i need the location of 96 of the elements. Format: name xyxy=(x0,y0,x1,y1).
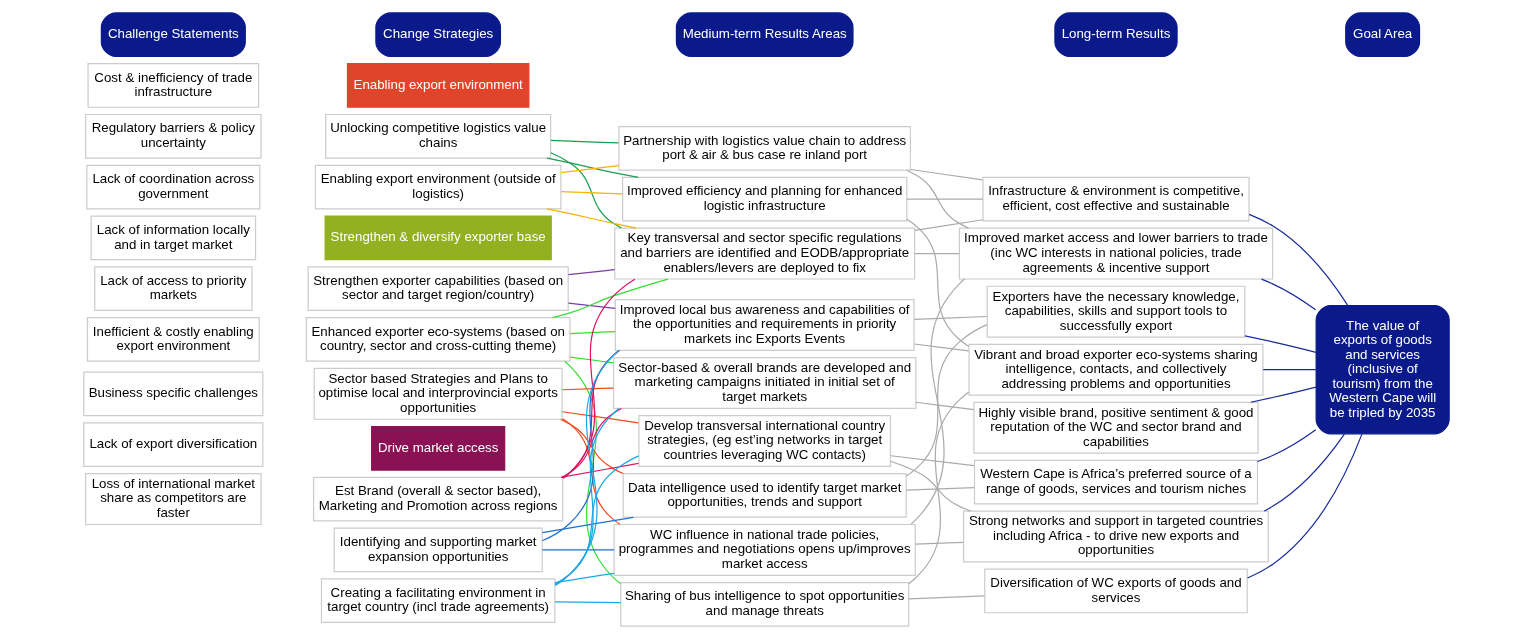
node-box: Est Brand (overall & sector based), Marketing and Promotion across regions xyxy=(313,476,564,522)
node-box: Unlocking competitive logistics value chains xyxy=(325,113,552,159)
node-box: Improved efficiency and planning for enhanced logistic infrastructure xyxy=(622,176,908,222)
connector xyxy=(554,455,640,585)
connector xyxy=(560,462,640,478)
connector xyxy=(554,572,615,584)
node-box: Inefficient & costly enabling export environment xyxy=(86,317,260,362)
node-box: Develop transversal international country strategies, (eg est’ing networks in target countries leveraging WC contacts) xyxy=(638,415,892,468)
connector xyxy=(910,278,966,525)
connector xyxy=(910,168,984,181)
connector xyxy=(567,269,616,276)
connector xyxy=(890,455,975,467)
connector xyxy=(914,219,984,231)
connector xyxy=(914,541,964,545)
connector xyxy=(1244,335,1317,353)
connector xyxy=(569,330,616,335)
connector xyxy=(1250,386,1317,403)
node-box: Drive market access xyxy=(371,425,506,471)
connector xyxy=(541,516,634,534)
connector xyxy=(551,278,669,319)
connector xyxy=(562,349,621,479)
node-box: Strong networks and support in targeted countries including Africa - to drive new exports and opportunities xyxy=(963,510,1269,563)
node-box: Vibrant and broad exporter eco-systems sharing intelligence, contacts, and collectively addressing problems and opportunities xyxy=(968,343,1264,396)
node-box: Exporters have the necessary knowledge, capabilities, skills and support tools to successfully export xyxy=(986,285,1246,338)
node-box: Lack of information locally and in target market xyxy=(90,215,257,261)
node-box: Partnership with logistics value chain to address port & air & bus case re inland port xyxy=(618,126,911,171)
node-box: Medium-term Results Areas xyxy=(675,12,854,58)
connector xyxy=(560,165,620,174)
connector xyxy=(906,218,970,348)
node-box: Western Cape is Africa’s preferred source of a range of goods, services and tourism niches xyxy=(973,459,1259,505)
node-box: Regulatory barriers & policy uncertainty xyxy=(85,113,262,159)
node-box: Strengthen exporter capabilities (based on sector and target region/country) xyxy=(307,266,569,312)
connector xyxy=(561,407,623,478)
connector xyxy=(562,278,636,479)
node-box: Improved market access and lower barriers to trade (inc WC interests in national policies, trade agreements & incentive support xyxy=(958,227,1274,280)
connector xyxy=(550,139,620,144)
connector xyxy=(564,360,622,585)
node-box: Highly visible brand, positive sentiment & good reputation of the WC and sector brand and capabilities xyxy=(973,401,1259,454)
connector xyxy=(561,411,640,424)
connector xyxy=(569,356,615,364)
node-box: Lack of coordination across government xyxy=(86,164,261,210)
node-box: Lack of access to priority markets xyxy=(94,266,253,312)
node-box: Sharing of bus intelligence to spot opportunities and manage threats xyxy=(620,581,910,627)
connector xyxy=(913,343,970,352)
connector xyxy=(906,198,984,200)
connector xyxy=(546,208,637,229)
connector xyxy=(541,349,620,542)
node-box: Infrastructure & environment is competitive, efficient, cost effective and sustainable xyxy=(982,176,1250,222)
connector xyxy=(561,387,614,391)
node-box: WC influence in national trade policies, programmes and negotiations opens up/improves market access xyxy=(613,523,916,576)
connector xyxy=(560,191,623,195)
node-box: Business specific challenges xyxy=(83,371,264,417)
node-box: Data intelligence used to identify target market opportunities, trends and support xyxy=(622,473,907,518)
connector xyxy=(914,253,960,255)
node-box: Enabling export environment (outside of logistics) xyxy=(314,164,562,210)
node-box: Challenge Statements xyxy=(100,12,246,58)
connector xyxy=(541,549,615,551)
connector xyxy=(554,349,620,587)
node-box: Creating a facilitating environment in target country (incl trade agreements) xyxy=(320,578,556,624)
connector xyxy=(906,169,970,229)
connector xyxy=(905,486,975,491)
node-box: Goal Area xyxy=(1345,12,1421,58)
node-box: Long-term Results xyxy=(1054,12,1178,58)
connector xyxy=(560,418,624,475)
connector xyxy=(915,401,975,411)
node-box: Sector-based & overall brands are developed and marketing campaigns initiated in initial set of target markets xyxy=(612,357,917,409)
connector xyxy=(554,407,620,586)
node-box: Enhanced exporter eco-systems (based on country, sector and cross-cutting theme) xyxy=(305,317,571,362)
node-box: Strengthen & diversify exporter base xyxy=(324,215,552,261)
node-box: Identifying and supporting market expansion opportunities xyxy=(333,527,543,573)
connector xyxy=(908,391,970,585)
node-box: Cost & inefficiency of trade infrastructure xyxy=(87,63,260,108)
node-box: Key transversal and sector specific regulations and barriers are identified and EODB/appropriate enablers/levers are deployed to fix xyxy=(614,227,916,280)
node-box: Lack of export diversification xyxy=(83,422,264,468)
connector xyxy=(1263,433,1346,512)
node-box: Loss of international market share as competitors are faster xyxy=(85,473,262,526)
node-box: Enabling export environment xyxy=(346,63,530,108)
connector xyxy=(1246,433,1363,579)
node-box: The value of exports of goods and services (inclusive of tourism) from the Western Cape will be tripled by 2035 xyxy=(1315,305,1450,435)
connector xyxy=(550,152,623,229)
connector xyxy=(905,324,988,477)
connector xyxy=(908,595,986,600)
connector xyxy=(913,315,988,320)
connector xyxy=(562,418,621,525)
connector xyxy=(1256,429,1317,463)
connector xyxy=(1260,278,1317,311)
connector xyxy=(1262,369,1317,371)
connector xyxy=(554,601,622,604)
connector xyxy=(889,460,972,512)
node-box: Diversification of WC exports of goods and services xyxy=(984,568,1248,614)
connector xyxy=(1248,213,1349,306)
node-box: Sector based Strategies and Plans to optimise local and interprovincial exports opportunities xyxy=(313,367,563,420)
node-box: Change Strategies xyxy=(375,12,502,58)
node-box: Improved local bus awareness and capabilities of the opportunities and requirements in priority markets inc Exports Events xyxy=(614,298,915,351)
connector xyxy=(567,302,616,309)
connector xyxy=(546,157,639,178)
